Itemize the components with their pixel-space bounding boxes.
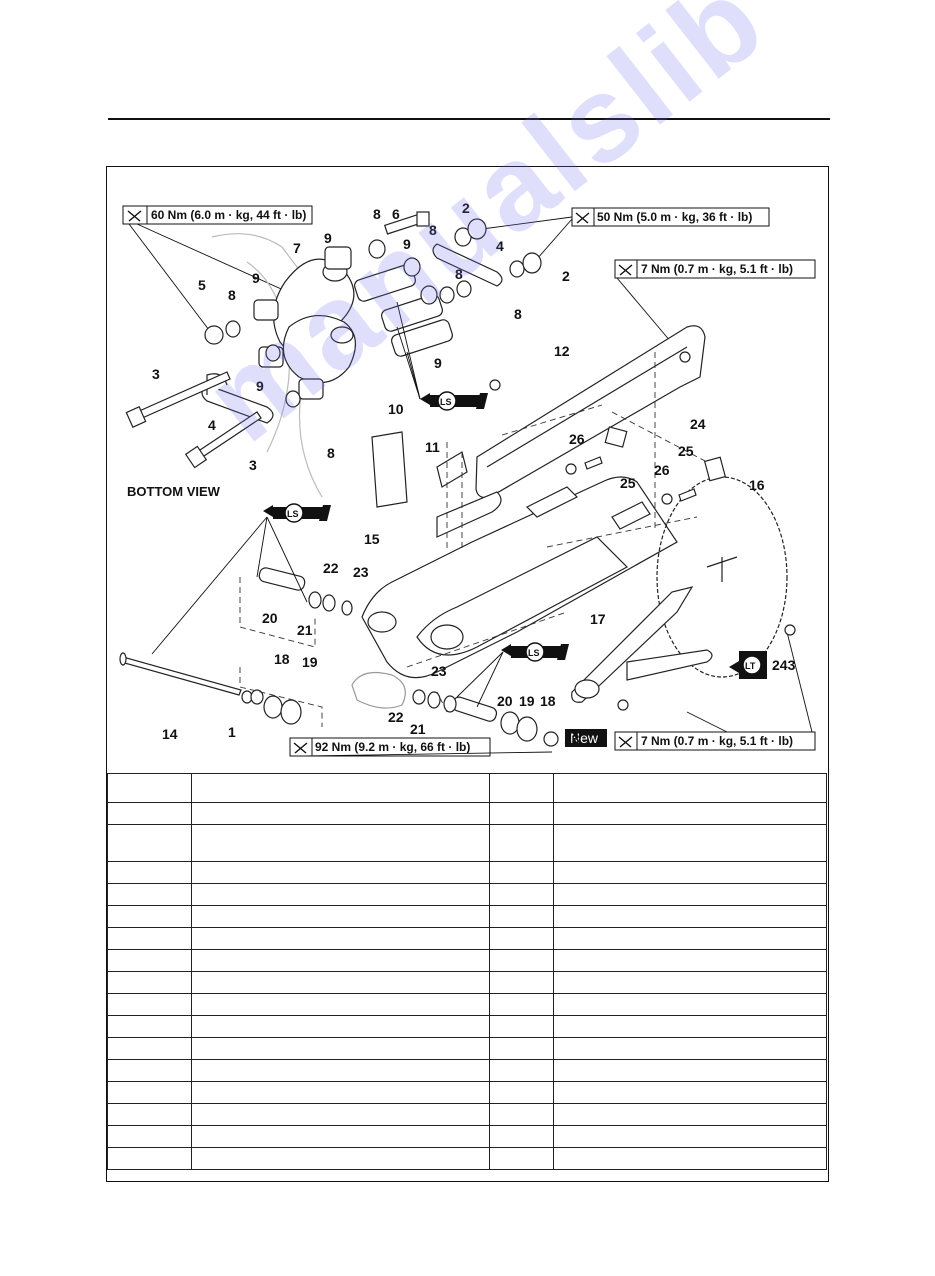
callout-8-a: 8 <box>429 222 437 238</box>
ls-badge-bottom: LS <box>501 642 569 662</box>
torque-label-7-bottom: 7 Nm (0.7 m · kg, 5.1 ft · lb) <box>614 731 816 751</box>
lt-label: LT <box>745 661 756 671</box>
table-row <box>107 1147 827 1170</box>
callout-14: 14 <box>162 726 178 742</box>
callout-5: 5 <box>198 277 206 293</box>
callout-3-bottom: 3 <box>249 457 257 473</box>
callout-25-left: 25 <box>620 475 636 491</box>
callout-8-c: 8 <box>514 306 522 322</box>
torque-label-92: 92 Nm (9.2 m · kg, 66 ft · lb) <box>289 737 491 757</box>
parts-table <box>107 773 827 1170</box>
callout-3-top: 3 <box>152 366 160 382</box>
callout-9-c: 9 <box>252 270 260 286</box>
table-row <box>107 1015 827 1038</box>
callout-21-right: 21 <box>410 721 426 737</box>
callout-4-top: 4 <box>496 238 504 254</box>
callout-25-right: 25 <box>678 443 694 459</box>
swingarm-parts <box>361 325 796 711</box>
torque-label-7-top: 7 Nm (0.7 m · kg, 5.1 ft · lb) <box>614 259 816 279</box>
callout-16: 16 <box>749 477 765 493</box>
ls-label-bottom: LS <box>528 648 540 658</box>
torque-92-text: 92 Nm (9.2 m · kg, 66 ft · lb) <box>315 740 470 754</box>
torque-50-text: 50 Nm (5.0 m · kg, 36 ft · lb) <box>597 210 752 224</box>
callout-9-a: 9 <box>324 230 332 246</box>
table-row <box>107 971 827 994</box>
pivot-shaft-parts <box>119 567 559 747</box>
torque-60-text: 60 Nm (6.0 m · kg, 44 ft · lb) <box>151 208 306 222</box>
table-row <box>107 1059 827 1082</box>
ls-badge-top: LS <box>420 391 488 411</box>
new-label: New <box>570 730 599 746</box>
table-row <box>107 993 827 1016</box>
table-row <box>107 802 827 825</box>
new-tag: New <box>565 729 607 747</box>
torque-label-50: 50 Nm (5.0 m · kg, 36 ft · lb) <box>571 207 770 227</box>
callout-9-e: 9 <box>434 355 442 371</box>
callout-6: 6 <box>392 206 400 222</box>
table-row <box>107 1125 827 1148</box>
bottom-view-label: BOTTOM VIEW <box>127 484 221 499</box>
lt-number: 243 <box>772 657 796 673</box>
callout-11: 11 <box>425 439 440 455</box>
callout-7: 7 <box>293 240 301 256</box>
callout-numbers: 1 2 2 3 3 4 4 5 6 7 8 8 8 8 8 8 9 9 9 9 … <box>152 200 765 747</box>
table-row <box>107 949 827 972</box>
table-row <box>107 1081 827 1104</box>
lt-badge: LT 243 <box>729 651 796 679</box>
callout-1: 1 <box>228 724 236 740</box>
callout-13: 13 <box>564 731 580 747</box>
callout-10: 10 <box>388 401 404 417</box>
diagram-frame: 60 Nm (6.0 m · kg, 44 ft · lb) 50 Nm (5.… <box>106 166 829 1182</box>
callout-19-left: 19 <box>302 654 318 670</box>
callout-26-left: 26 <box>569 431 585 447</box>
callout-9-d: 9 <box>256 378 264 394</box>
callout-26-right: 26 <box>654 462 670 478</box>
table-header-row <box>107 773 827 803</box>
ls-leaders <box>151 301 504 708</box>
callout-21-left: 21 <box>297 622 313 638</box>
table-row <box>107 905 827 928</box>
callout-20-right: 20 <box>497 693 513 709</box>
ls-label-middle: LS <box>287 509 299 519</box>
callout-8-top: 8 <box>373 206 381 222</box>
callout-23-left: 23 <box>353 564 369 580</box>
callout-22-left: 22 <box>323 560 339 576</box>
callout-8-left: 8 <box>228 287 236 303</box>
table-row <box>107 883 827 906</box>
swingarm-exploded-diagram: 60 Nm (6.0 m · kg, 44 ft · lb) 50 Nm (5.… <box>119 200 816 757</box>
callout-15: 15 <box>364 531 380 547</box>
linkage-parts <box>125 211 542 498</box>
torque-label-60: 60 Nm (6.0 m · kg, 44 ft · lb) <box>122 205 313 225</box>
table-row <box>107 1103 827 1126</box>
callout-18-right: 18 <box>540 693 556 709</box>
torque-7-top-text: 7 Nm (0.7 m · kg, 5.1 ft · lb) <box>641 262 793 276</box>
torque-7-bottom-text: 7 Nm (0.7 m · kg, 5.1 ft · lb) <box>641 734 793 748</box>
ls-badge-middle: LS <box>263 503 331 523</box>
callout-4-bottom: 4 <box>208 417 216 433</box>
header-rule <box>108 118 830 120</box>
table-row <box>107 927 827 950</box>
callout-22-right: 22 <box>388 709 404 725</box>
table-row <box>107 1037 827 1060</box>
callout-20-left: 20 <box>262 610 278 626</box>
callout-2-top: 2 <box>462 200 470 216</box>
callout-12: 12 <box>554 343 570 359</box>
guide-lines <box>239 352 708 727</box>
table-row <box>107 824 827 862</box>
ls-label-top: LS <box>440 397 452 407</box>
callout-8-bottom: 8 <box>327 445 335 461</box>
callout-17: 17 <box>590 611 606 627</box>
callout-2-right: 2 <box>562 268 570 284</box>
callout-9-b: 9 <box>403 236 411 252</box>
callout-8-b: 8 <box>455 266 463 282</box>
callout-18-left: 18 <box>274 651 290 667</box>
callout-19-right: 19 <box>519 693 535 709</box>
callout-23-right: 23 <box>431 663 447 679</box>
table-row <box>107 861 827 884</box>
callout-24: 24 <box>690 416 706 432</box>
